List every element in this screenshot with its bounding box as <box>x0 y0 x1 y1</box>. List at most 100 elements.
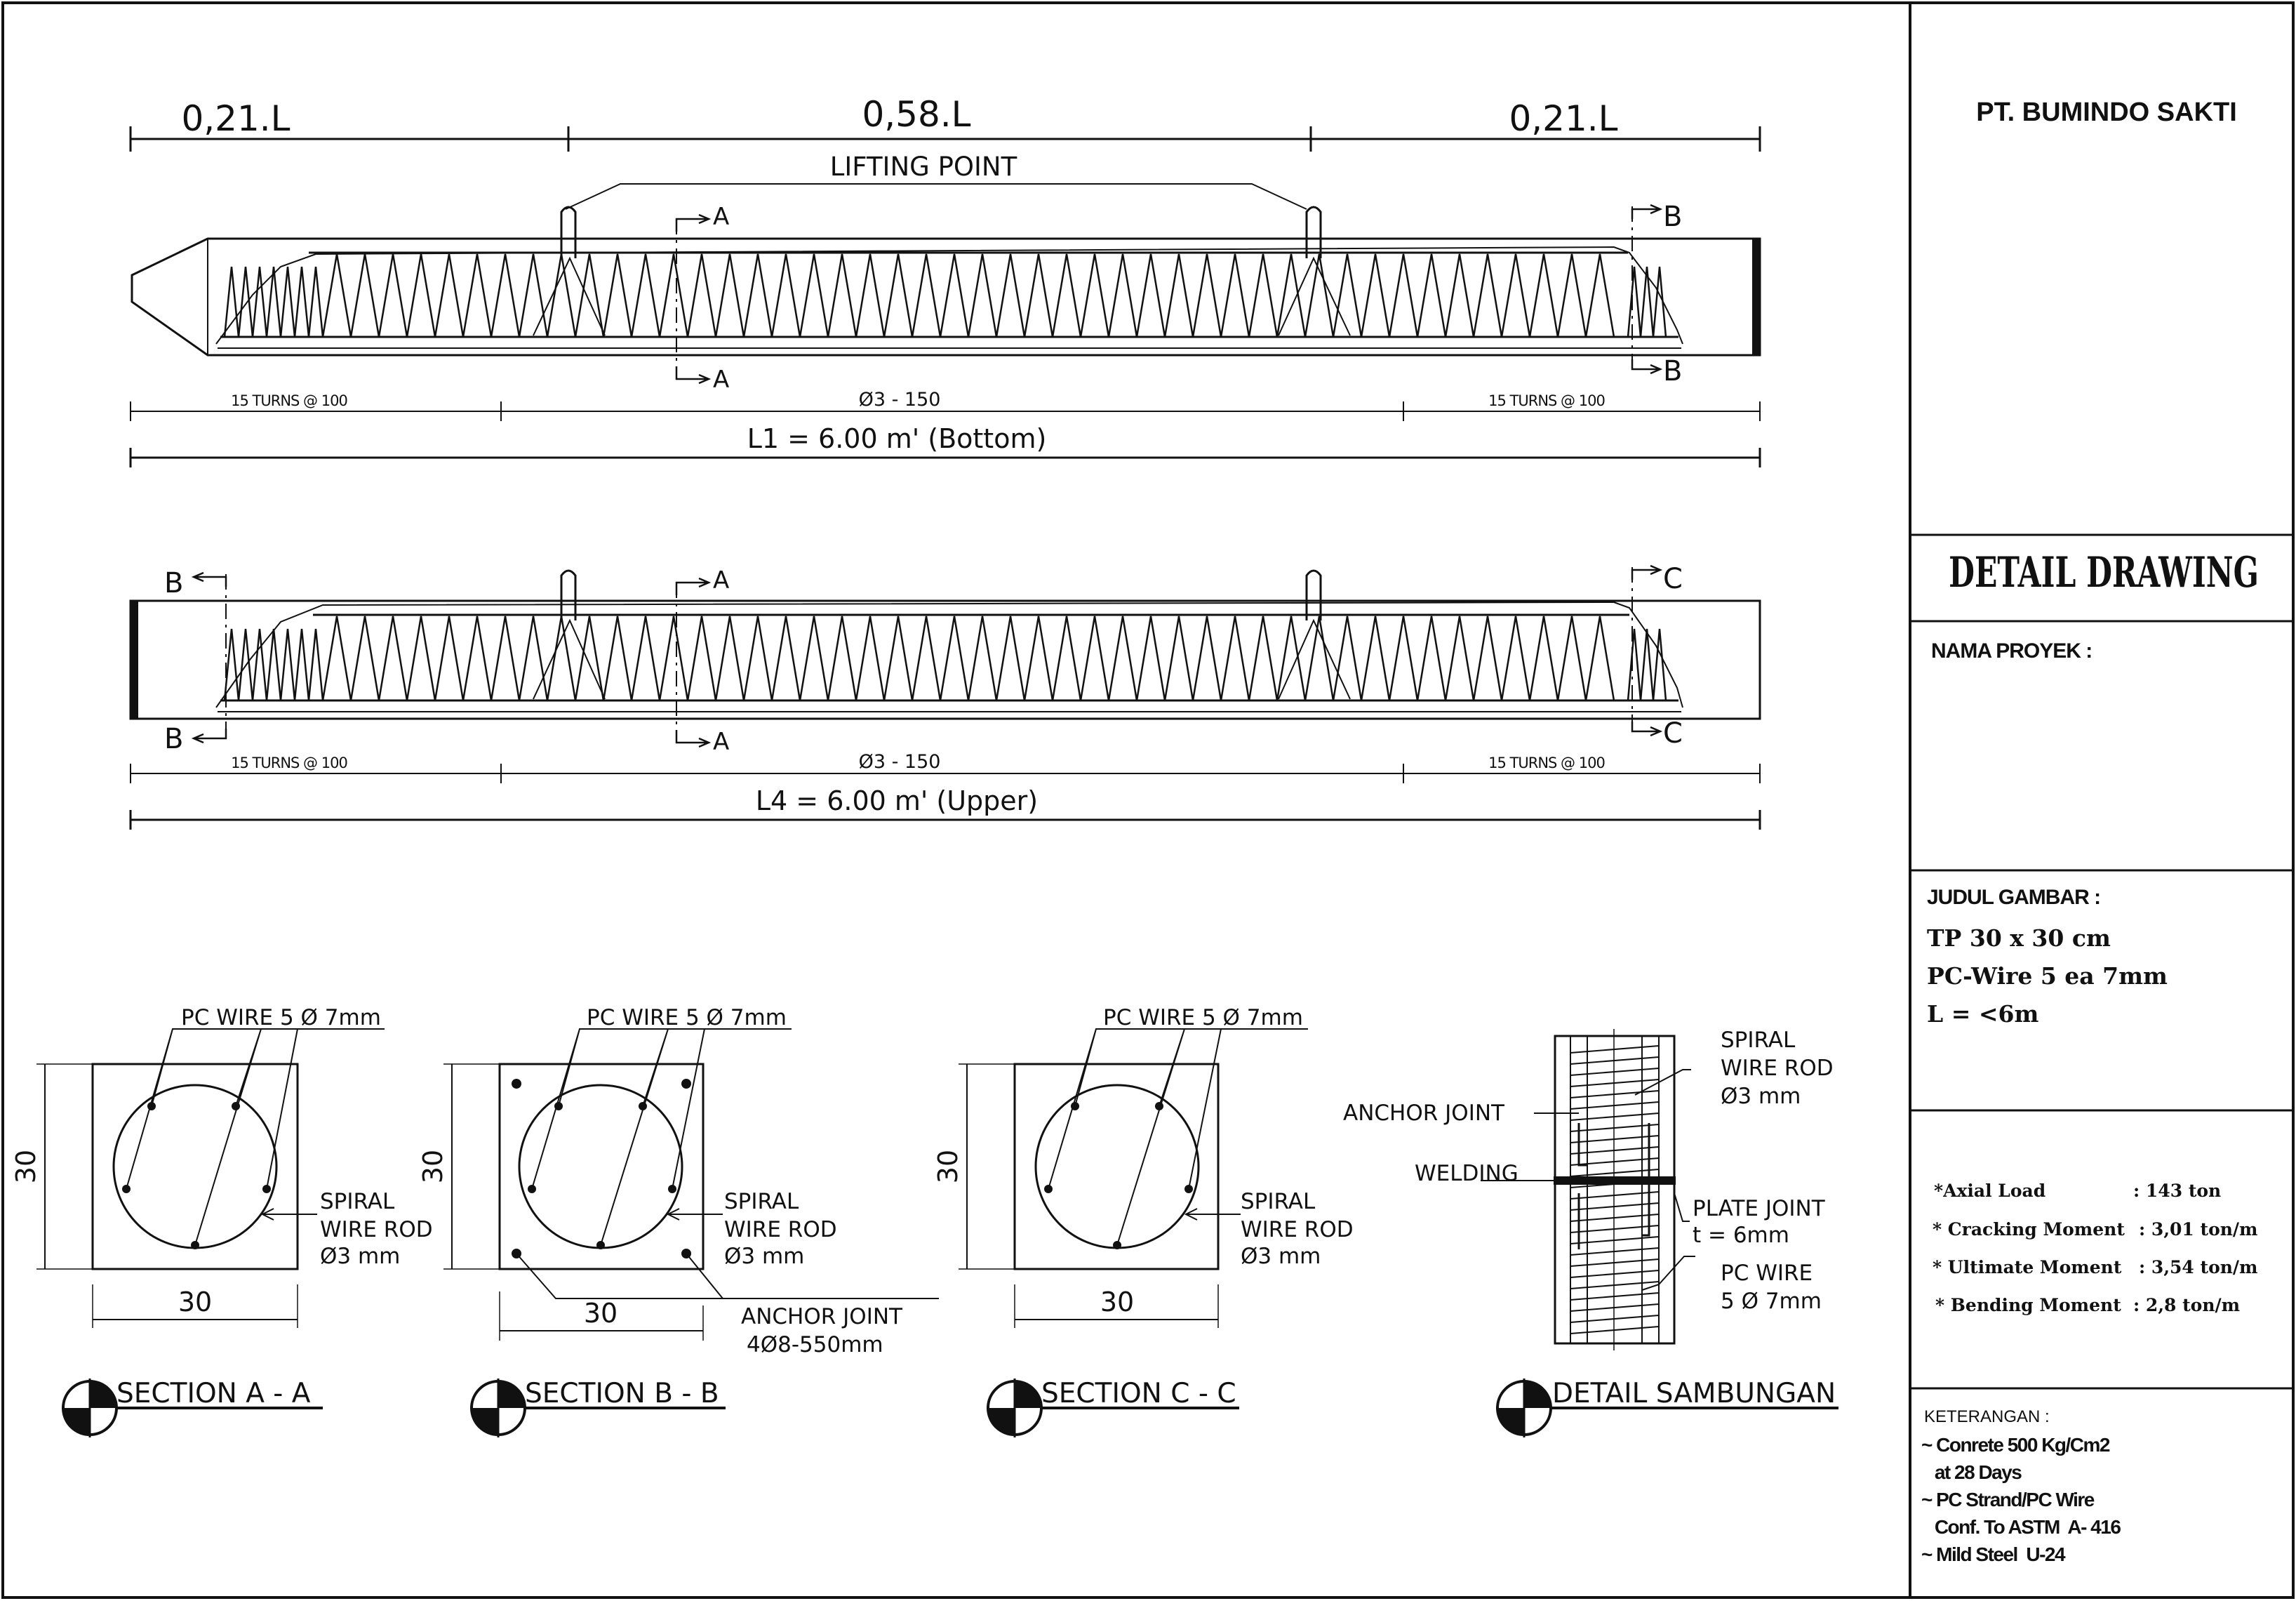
height-label: 30 <box>933 1150 963 1183</box>
anchor-joint-spec: 4Ø8-550mm <box>747 1332 883 1357</box>
note-4: Conf. To ASTM A- 416 <box>1921 1516 2121 1538</box>
title-block: PT. BUMINDO SAKTI DETAIL DRAWING NAMA PR… <box>1921 98 2259 1565</box>
cut-a-bottom-label: A <box>713 728 729 756</box>
section-title: SECTION A - A <box>116 1378 311 1409</box>
drawing-type: DETAIL DRAWING <box>1949 548 2259 597</box>
anchor-joint-label: ANCHOR JOINT <box>741 1304 903 1329</box>
spec-value-ultimate: : 3,54 ton/m <box>2139 1257 2258 1277</box>
spec-label-ultimate: * Ultimate Moment <box>1933 1257 2122 1277</box>
welding-label: WELDING <box>1415 1161 1519 1186</box>
spec-value-bending: : 2,8 ton/m <box>2133 1295 2240 1315</box>
width-dimension <box>1014 1284 1219 1328</box>
pile-cross-section <box>498 1063 705 1270</box>
spiral-label-1: SPIRAL <box>724 1189 799 1214</box>
lifting-loop-right <box>1305 206 1322 258</box>
section-cut-a: A A <box>675 566 729 756</box>
joint-pile-outline <box>1554 1035 1676 1345</box>
cut-b-top-label: B <box>164 567 183 599</box>
end-plate <box>1752 239 1760 355</box>
note-5: ~ Mild Steel U-24 <box>1921 1543 2066 1565</box>
overall-length-label: L1 = 6.00 m' (Bottom) <box>747 423 1047 454</box>
cut-c-top-label: C <box>1663 563 1683 595</box>
spiral-wire-rod <box>223 616 1667 701</box>
spec-value-cracking: : 3,01 ton/m <box>2139 1219 2258 1240</box>
pile-bottom-elevation: 0,21.L 0,58.L 0,21.L LIFTING POINT A A <box>129 94 1761 467</box>
spiral-label-3: Ø3 mm <box>724 1244 804 1269</box>
turns-left-label: 15 TURNS @ 100 <box>231 755 347 771</box>
width-dimension <box>499 1291 704 1341</box>
title-line-2: PC-Wire 5 ea 7mm <box>1927 962 2168 990</box>
section-title: SECTION B - B <box>525 1378 719 1409</box>
section-cut-a: A A <box>675 203 729 394</box>
section-a-a: PC WIRE 5 Ø 7mm SPIRAL WIRE ROD Ø3 mm 30… <box>11 1005 433 1437</box>
title-line-3: L = <6m <box>1927 1000 2038 1028</box>
spiral-label-1: SPIRAL <box>320 1189 395 1214</box>
section-b-b: PC WIRE 5 Ø 7mm SPIRAL WIRE ROD Ø3 mm AN… <box>418 1005 939 1437</box>
anchor-joint-label: ANCHOR JOINT <box>1343 1101 1505 1126</box>
joint-detail-title: DETAIL SAMBUNGAN <box>1552 1378 1836 1409</box>
cut-c-bottom-label: C <box>1663 717 1683 750</box>
note-1: ~ Conrete 500 Kg/Cm2 <box>1921 1434 2110 1456</box>
lifting-loop-left <box>560 569 577 620</box>
spiral-mid-label: Ø3 - 150 <box>859 751 941 773</box>
pile-upper-elevation: B B A A C C 15 TURNS @ 100 Ø3 - 150 <box>129 563 1761 830</box>
spec-label-axial: *Axial Load <box>1934 1181 2045 1201</box>
overall-length-label: L4 = 6.00 m' (Upper) <box>756 785 1038 816</box>
segment-mid-label: 0,58.L <box>862 94 970 135</box>
section-c-c: PC WIRE 5 Ø 7mm SPIRAL WIRE ROD Ø3 mm 30… <box>933 1005 1354 1437</box>
section-marker-icon <box>1496 1379 1838 1437</box>
title-line-1: TP 30 x 30 cm <box>1927 924 2111 952</box>
cut-a-bottom-label: A <box>713 366 729 394</box>
lifting-point-label: LIFTING POINT <box>830 152 1017 182</box>
cut-a-top-label: A <box>713 203 729 231</box>
spiral-label-3: Ø3 mm <box>320 1244 400 1269</box>
spiral-circle <box>1034 1084 1200 1249</box>
end-plate <box>131 601 138 719</box>
height-dimension <box>959 1063 1015 1270</box>
pile-cross-section <box>91 1063 299 1270</box>
note-3: ~ PC Strand/PC Wire <box>1921 1489 2095 1510</box>
width-label: 30 <box>584 1298 618 1329</box>
spiral-label-3: Ø3 mm <box>1721 1084 1801 1109</box>
height-dimension <box>443 1063 500 1270</box>
pile-cross-section <box>1013 1063 1220 1270</box>
spec-label-bending: * Bending Moment <box>1935 1295 2121 1315</box>
cut-a-top-label: A <box>713 566 729 594</box>
spiral-label-2: WIRE ROD <box>1241 1217 1354 1242</box>
lifting-loop-right <box>1305 569 1322 620</box>
spec-label-cracking: * Cracking Moment <box>1933 1219 2125 1240</box>
spiral-label-2: WIRE ROD <box>1721 1056 1834 1081</box>
spiral-zone-dimension <box>130 764 1761 783</box>
spec-value-axial: : 143 ton <box>2133 1181 2221 1201</box>
width-label: 30 <box>178 1287 212 1317</box>
joint-spiral-wire <box>1570 1045 1660 1334</box>
spiral-circle <box>112 1084 278 1249</box>
lifting-loop-left <box>560 206 577 258</box>
cut-b-bottom-label: B <box>164 723 183 755</box>
section-cut-c: C C <box>1631 563 1683 750</box>
notes-label: KETERANGAN : <box>1924 1407 2050 1426</box>
spiral-mid-label: Ø3 - 150 <box>859 389 941 411</box>
section-title: SECTION C - C <box>1041 1378 1236 1409</box>
pc-wire-label: PC WIRE <box>1721 1261 1813 1286</box>
joint-detail: SPIRAL WIRE ROD Ø3 mm ANCHOR JOINT WELDI… <box>1343 1028 1838 1437</box>
company-name: PT. BUMINDO SAKTI <box>1976 98 2237 127</box>
cut-b-bottom-label: B <box>1663 355 1682 387</box>
welding-plate <box>1554 1176 1676 1185</box>
cut-b-top-label: B <box>1663 201 1682 233</box>
spiral-label-1: SPIRAL <box>1241 1189 1316 1214</box>
spiral-label-1: SPIRAL <box>1721 1028 1796 1053</box>
segment-right-label: 0,21.L <box>1509 98 1617 139</box>
height-label: 30 <box>418 1150 448 1183</box>
note-2: at 28 Days <box>1921 1461 2022 1483</box>
section-marker-icon <box>470 1379 726 1437</box>
plate-joint-thickness: t = 6mm <box>1693 1223 1789 1248</box>
pc-wire-label: PC WIRE 5 Ø 7mm <box>181 1005 381 1030</box>
segment-dimension-line <box>129 126 1761 152</box>
turns-right-label: 15 TURNS @ 100 <box>1488 755 1605 771</box>
spiral-circle <box>518 1084 683 1249</box>
pc-wire-spec: 5 Ø 7mm <box>1721 1289 1822 1314</box>
section-cut-b: B B <box>164 567 227 755</box>
